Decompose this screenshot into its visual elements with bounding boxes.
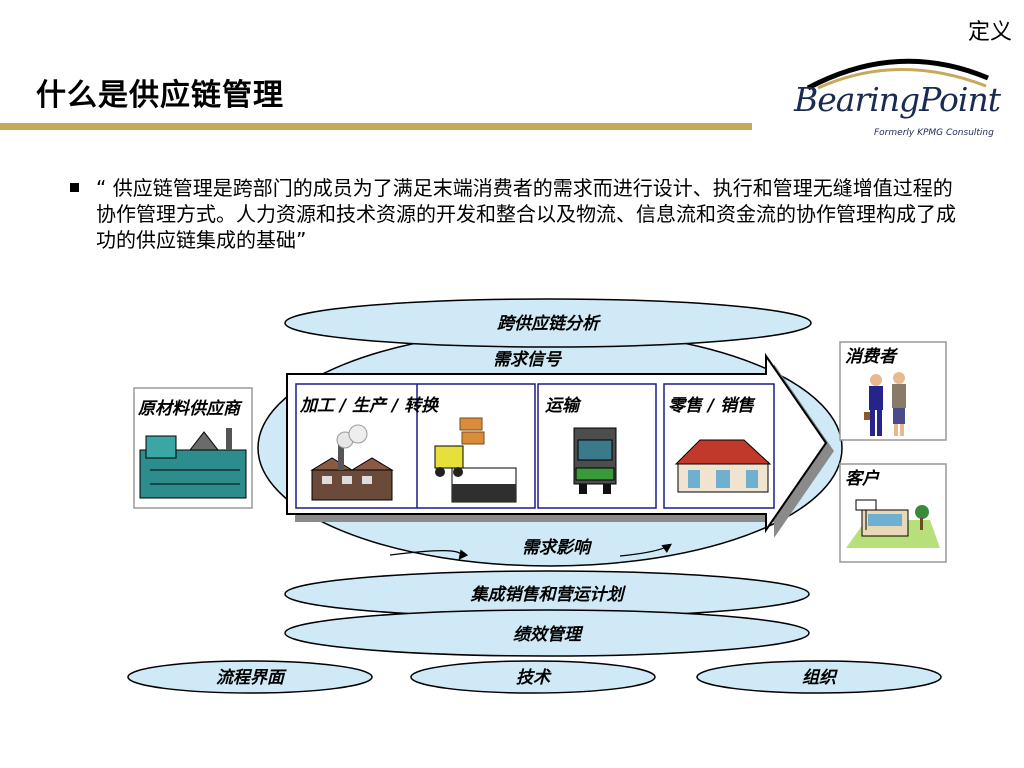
store-icon xyxy=(674,439,772,493)
customer-label: 客户 xyxy=(845,469,880,489)
logo-arc-icon xyxy=(806,58,989,90)
storefront-icon xyxy=(846,499,940,548)
warehouse-forklift-icon xyxy=(434,417,517,503)
demand-arrow-left-icon xyxy=(389,549,469,560)
stage-label-production: 加工 / 生产 / 转换 xyxy=(299,396,440,416)
bearingpoint-logo: BearingPoint Formerly KPMG Consulting xyxy=(788,50,1003,145)
logo-wordmark: BearingPoint xyxy=(794,80,1001,119)
logo-tagline: Formerly KPMG Consulting xyxy=(874,128,994,138)
foundation-label-organization: 组织 xyxy=(802,668,838,688)
stage-label-transport: 运输 xyxy=(545,396,582,416)
foundation-ellipse-organization xyxy=(696,660,942,694)
title-underline xyxy=(0,123,752,130)
analysis-label: 跨供应链分析 xyxy=(497,314,602,334)
planning-label: 集成销售和营运计划 xyxy=(470,585,627,605)
factory-icon xyxy=(310,424,394,501)
performance-ellipse xyxy=(284,609,810,657)
plant-icon xyxy=(139,428,247,499)
truck-icon xyxy=(573,427,617,494)
people-icon xyxy=(864,372,906,436)
demand-arrow-right-icon xyxy=(619,543,672,557)
demand-impact-label: 需求影响 xyxy=(522,538,593,558)
section-label: 定义 xyxy=(967,20,1012,45)
stage-label-retail: 零售 / 销售 xyxy=(668,396,756,416)
bullet-square-icon xyxy=(70,183,79,192)
foundation-ellipse-technology xyxy=(410,660,656,694)
page-title: 什么是供应链管理 xyxy=(36,78,284,113)
foundation-label-process: 流程界面 xyxy=(216,668,287,688)
analysis-ellipse xyxy=(284,298,812,348)
definition-text: “ 供应链管理是跨部门的成员为了满足末端消费者的需求而进行设计、执行和管理无缝增… xyxy=(96,176,956,252)
foundation-label-technology: 技术 xyxy=(516,668,552,688)
demand-signal-label: 需求信号 xyxy=(493,350,563,370)
supplier-label: 原材料供应商 xyxy=(137,399,243,419)
foundation-ellipse-process xyxy=(127,660,373,694)
consumer-label: 消费者 xyxy=(845,347,899,367)
performance-label: 绩效管理 xyxy=(513,625,584,645)
